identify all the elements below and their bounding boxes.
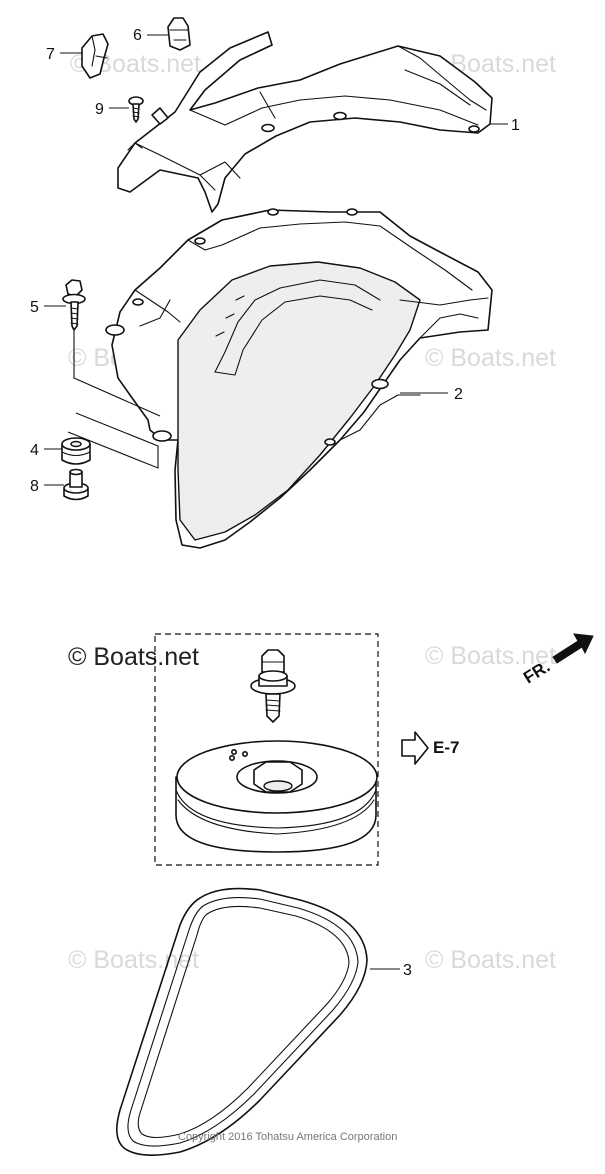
callout-1: 1 bbox=[511, 117, 520, 134]
watermarks: © Boats.net © Boats.net © Boats.net © Bo… bbox=[68, 50, 556, 974]
timing-belt bbox=[116, 887, 368, 1156]
callout-2: 2 bbox=[454, 386, 463, 403]
belt-cover-lower bbox=[105, 208, 493, 549]
callout-6: 6 bbox=[133, 27, 142, 44]
callout-5: 5 bbox=[30, 299, 39, 316]
bolt-part-5 bbox=[62, 279, 86, 331]
clip-part-7 bbox=[81, 33, 109, 79]
watermark: © Boats.net bbox=[425, 642, 556, 670]
callout-9: 9 bbox=[95, 101, 104, 118]
callout-3: 3 bbox=[403, 962, 412, 979]
leader-lines bbox=[44, 34, 508, 970]
watermark: © Boats.net bbox=[68, 643, 199, 671]
reference-arrow: E-7 bbox=[401, 731, 459, 765]
belt-cover-upper bbox=[117, 31, 493, 213]
watermark: © Boats.net bbox=[425, 344, 556, 372]
reference-label: E-7 bbox=[433, 738, 459, 757]
front-arrow-icon bbox=[552, 633, 594, 664]
callout-8: 8 bbox=[30, 478, 39, 495]
watermark: © Boats.net bbox=[425, 946, 556, 974]
callouts: 7 6 9 1 5 2 4 8 3 bbox=[30, 27, 520, 979]
reference-assembly-box bbox=[154, 633, 379, 866]
callout-4: 4 bbox=[30, 442, 39, 459]
copyright-text: Copyright 2016 Tohatsu America Corporati… bbox=[178, 1131, 397, 1143]
callout-7: 7 bbox=[46, 46, 55, 63]
watermark: © Boats.net bbox=[68, 946, 199, 974]
collar-part-8 bbox=[63, 468, 89, 501]
clip-part-6 bbox=[167, 17, 191, 51]
grommet-part-4 bbox=[61, 437, 91, 465]
screw-part-9 bbox=[128, 96, 144, 123]
